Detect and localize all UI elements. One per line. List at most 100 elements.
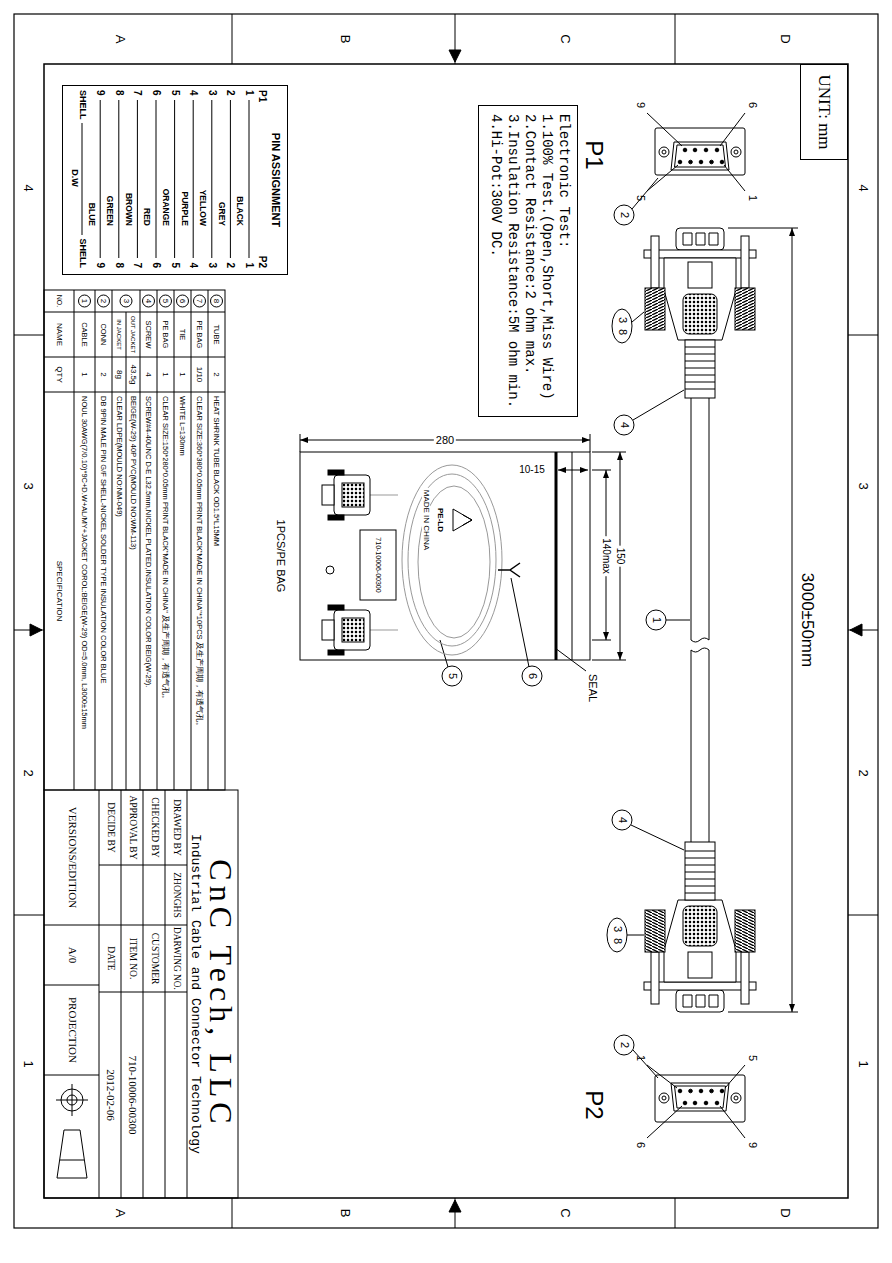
table-cell: SCREW [145, 321, 153, 349]
table-header: SPECIFICATION [55, 561, 63, 622]
wire-pin-number: 1 [244, 90, 254, 96]
face-view [678, 1089, 682, 1093]
table-header: NAME [55, 323, 63, 346]
face-view [731, 1093, 741, 1103]
pin-number: 9 [635, 102, 646, 108]
wire-pin-number: 2 [225, 262, 235, 268]
bom-table [143, 295, 155, 307]
face-view [678, 148, 724, 164]
zone-number: 1 [857, 1060, 870, 1067]
wire-color: PURPLE [180, 192, 189, 226]
table-cell: HEAT SHRINK TUBE BLACK OD1.5*L15MM [213, 396, 221, 546]
title-block-text: VERSIONS/EDITION [67, 807, 78, 908]
pe-bag [322, 470, 398, 520]
dimension-text: 3000±50mm [799, 573, 816, 667]
face-view [715, 1101, 719, 1105]
table-cell: PE BAG [196, 321, 204, 349]
face-view [704, 1101, 708, 1105]
dimension-text: 150 [615, 546, 625, 567]
face-view [662, 1096, 666, 1100]
face-view [689, 1089, 693, 1093]
table-cell: CLEAR LDPE(MOULD NO:NM-049) [115, 396, 123, 517]
dimension-text: 10-15 [519, 465, 545, 475]
item-number: 5 [162, 299, 170, 303]
callout-balloon [614, 205, 634, 225]
zone-number: 1 [22, 1060, 35, 1067]
face-view [715, 148, 719, 152]
table-cell: TIE [179, 329, 187, 341]
pe-bag [498, 563, 520, 577]
callout-balloon [612, 810, 632, 830]
callout-number: 2 [619, 212, 630, 218]
table-cell: WHITE L=130mm [179, 396, 187, 456]
callout-number: 4 [617, 817, 628, 823]
connector-label: P2 [257, 256, 267, 268]
zone-number: 3 [22, 482, 35, 489]
face-view [710, 1089, 714, 1093]
callout-number: 1 [651, 617, 662, 623]
bom-table [211, 295, 223, 307]
pin-number: 9 [747, 1142, 758, 1148]
wire-pin-number: 7 [132, 90, 142, 96]
title-block-text: PROJECTION [67, 997, 78, 1063]
face-view [683, 1101, 687, 1105]
zone-letter: A [114, 35, 127, 44]
zone-letter: D [779, 1208, 792, 1217]
table-cell: 8g [115, 370, 123, 379]
callout-number: 2 [619, 1042, 630, 1048]
cable-assembly [644, 228, 756, 398]
pe-bag [572, 452, 573, 660]
callout-balloon [522, 666, 542, 686]
table-cell: NOUL 30AWG(7/0.10)*9C+D.W+AL/MY+JACKET C… [81, 396, 89, 729]
bom-table [98, 295, 110, 307]
bom-table [44, 290, 225, 790]
zone-number: 2 [22, 769, 35, 776]
wire-pin-number: 6 [151, 262, 161, 268]
zone-letter: A [114, 1209, 127, 1218]
connector-label: P1 [582, 140, 606, 169]
test-note-box: Electronic Test:1.100% Test.(Open,Short,… [478, 105, 578, 417]
wire-color: BROWN [125, 193, 134, 226]
zone-letter: B [339, 1209, 352, 1218]
table-cell: IN JACKET [116, 319, 122, 350]
title-block [56, 1084, 88, 1178]
table-cell: CABLE [81, 322, 89, 347]
wire-pin-number: 4 [188, 90, 198, 96]
wire-pin-number: 6 [151, 90, 161, 96]
wire-pin-number: 4 [188, 262, 198, 268]
callout-number: 8 [617, 329, 628, 335]
bom-table [44, 290, 225, 790]
note-line: 3.Insulation Resistance:5M ohm min. [504, 114, 521, 408]
item-number: 4 [145, 299, 153, 303]
face-view [699, 1089, 703, 1093]
wire-pin-number: 5 [170, 90, 180, 96]
note-line: 2.Contact Resistance:2 ohm max. [521, 114, 538, 408]
table-cell: CONN [100, 323, 108, 345]
cable-assembly [691, 398, 709, 842]
wire-pin-number: 1 [244, 262, 254, 268]
callout-balloon [607, 918, 627, 952]
face-view [720, 160, 724, 164]
face-view [734, 1096, 738, 1100]
pin-number: 1 [635, 1055, 646, 1061]
sheet-frame [14, 14, 878, 1228]
zone-letter: D [779, 34, 792, 43]
unit-box: UNIT: mm [800, 64, 848, 160]
bom-table [194, 295, 206, 307]
pe-bag [322, 605, 398, 655]
pe-bag [300, 434, 626, 671]
connector-label: P2 [582, 1090, 606, 1119]
bom-table [79, 295, 91, 307]
pin-number: 6 [747, 102, 758, 108]
wire-color: RED [143, 208, 152, 226]
seal-label: SEAL [587, 674, 598, 702]
company-name: CnC Tech, LLC [205, 859, 237, 1128]
table-cell: 1 [162, 372, 170, 376]
face-view [699, 160, 703, 164]
title-block-text: ITEM NO. [127, 938, 137, 980]
face-view [734, 150, 738, 154]
title-block [44, 790, 238, 1198]
table-cell: CLEAR SIZE:150*280*0.05mm PRINT BLACK"MA… [162, 396, 170, 703]
face-view [647, 113, 745, 191]
